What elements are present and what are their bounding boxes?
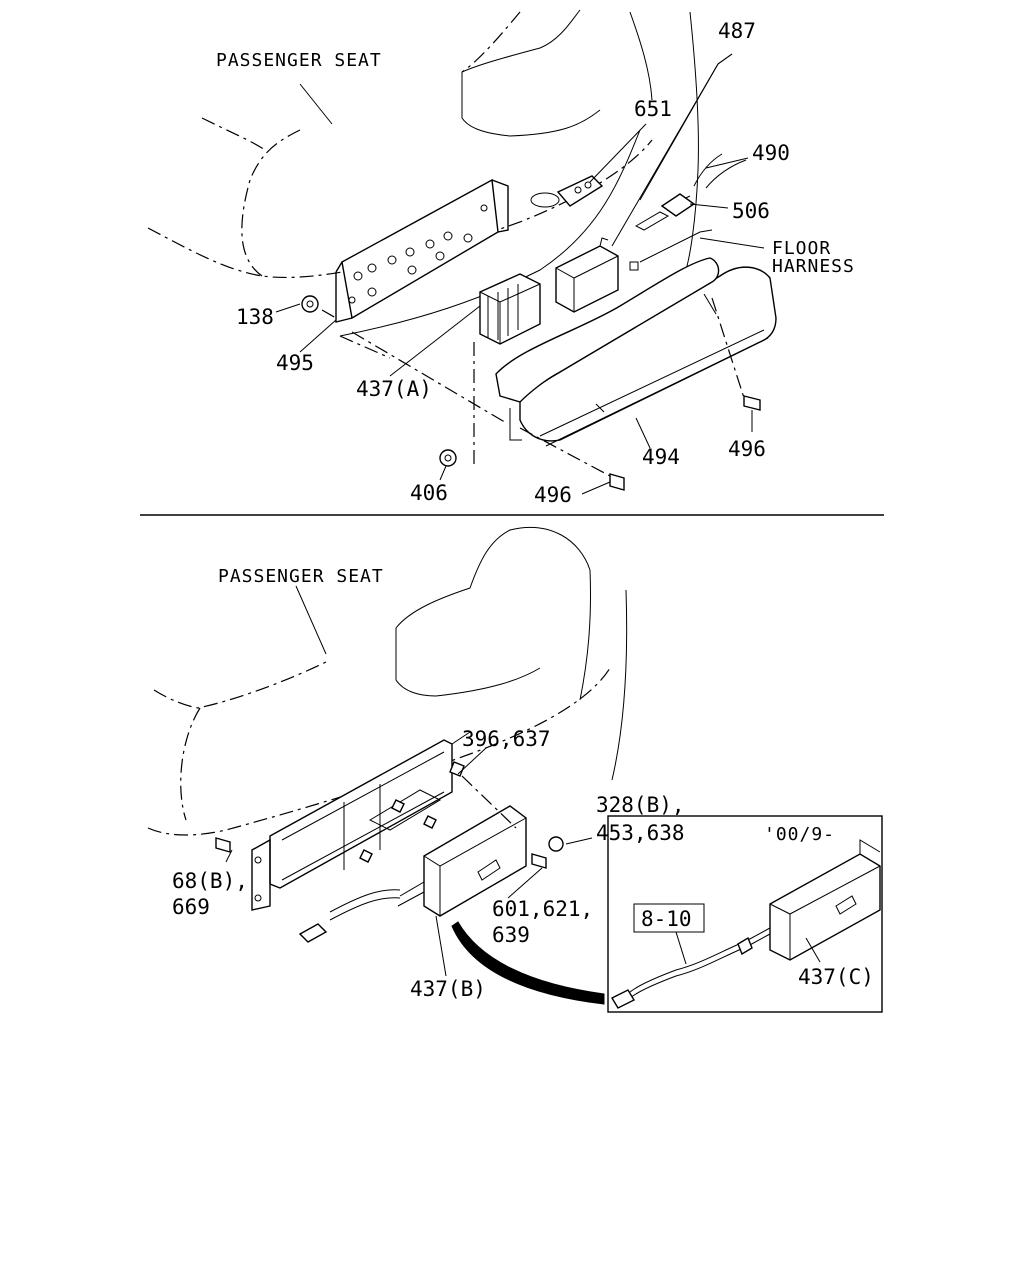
- label-138: 138: [236, 305, 274, 329]
- detail-arrow: [451, 921, 605, 1005]
- bottom-section: PASSENGER SEAT 396,637 328(B), 453,638 6…: [147, 526, 883, 1013]
- label-437a: 437(A): [356, 377, 432, 401]
- top-remote-key: [530, 175, 604, 208]
- label-328: 328(B),: [596, 793, 685, 817]
- top-control-module: [555, 237, 619, 313]
- label-ref: 8-10: [641, 907, 692, 931]
- label-harness: HARNESS: [772, 256, 855, 277]
- label-496a: 496: [728, 437, 766, 461]
- top-leaders: [275, 53, 765, 495]
- label-506: 506: [732, 199, 770, 223]
- label-487: 487: [718, 19, 756, 43]
- ref-box: [633, 903, 705, 933]
- label-date: '00/9-: [764, 824, 835, 845]
- top-seat-label: PASSENGER SEAT: [216, 50, 382, 71]
- nut-138: [301, 295, 319, 313]
- bolt-496b: [609, 473, 625, 491]
- label-651: 651: [634, 97, 672, 121]
- bolt-496a: [743, 395, 761, 411]
- top-mounting-plate: [335, 178, 509, 323]
- label-490: 490: [752, 141, 790, 165]
- label-495: 495: [276, 351, 314, 375]
- label-669: 669: [172, 895, 210, 919]
- label-601: 601,621,: [492, 897, 593, 921]
- label-437c: 437(C): [798, 965, 874, 989]
- bottom-fasteners: [215, 761, 564, 869]
- label-396: 396,637: [462, 727, 551, 751]
- top-section: PASSENGER SEAT 487 651 490 506 FLOOR HAR…: [147, 9, 855, 507]
- top-armrest-cover: [495, 257, 777, 447]
- label-639: 639: [492, 923, 530, 947]
- top-harness: [629, 153, 747, 271]
- detail-box: [607, 815, 883, 1013]
- label-floor: FLOOR: [772, 238, 831, 259]
- bottom-box-437b: [298, 805, 527, 943]
- bottom-leaders: [225, 585, 593, 977]
- top-bracket-437a: [479, 273, 541, 345]
- label-406: 406: [410, 481, 448, 505]
- top-fasteners: [301, 295, 761, 491]
- label-68: 68(B),: [172, 869, 248, 893]
- label-453: 453,638: [596, 821, 685, 845]
- label-494: 494: [642, 445, 680, 469]
- bottom-seat-label: PASSENGER SEAT: [218, 566, 384, 587]
- label-496b: 496: [534, 483, 572, 507]
- bottom-mounting-frame: [251, 731, 471, 911]
- label-437b: 437(B): [410, 977, 486, 1001]
- nut-406: [439, 449, 457, 467]
